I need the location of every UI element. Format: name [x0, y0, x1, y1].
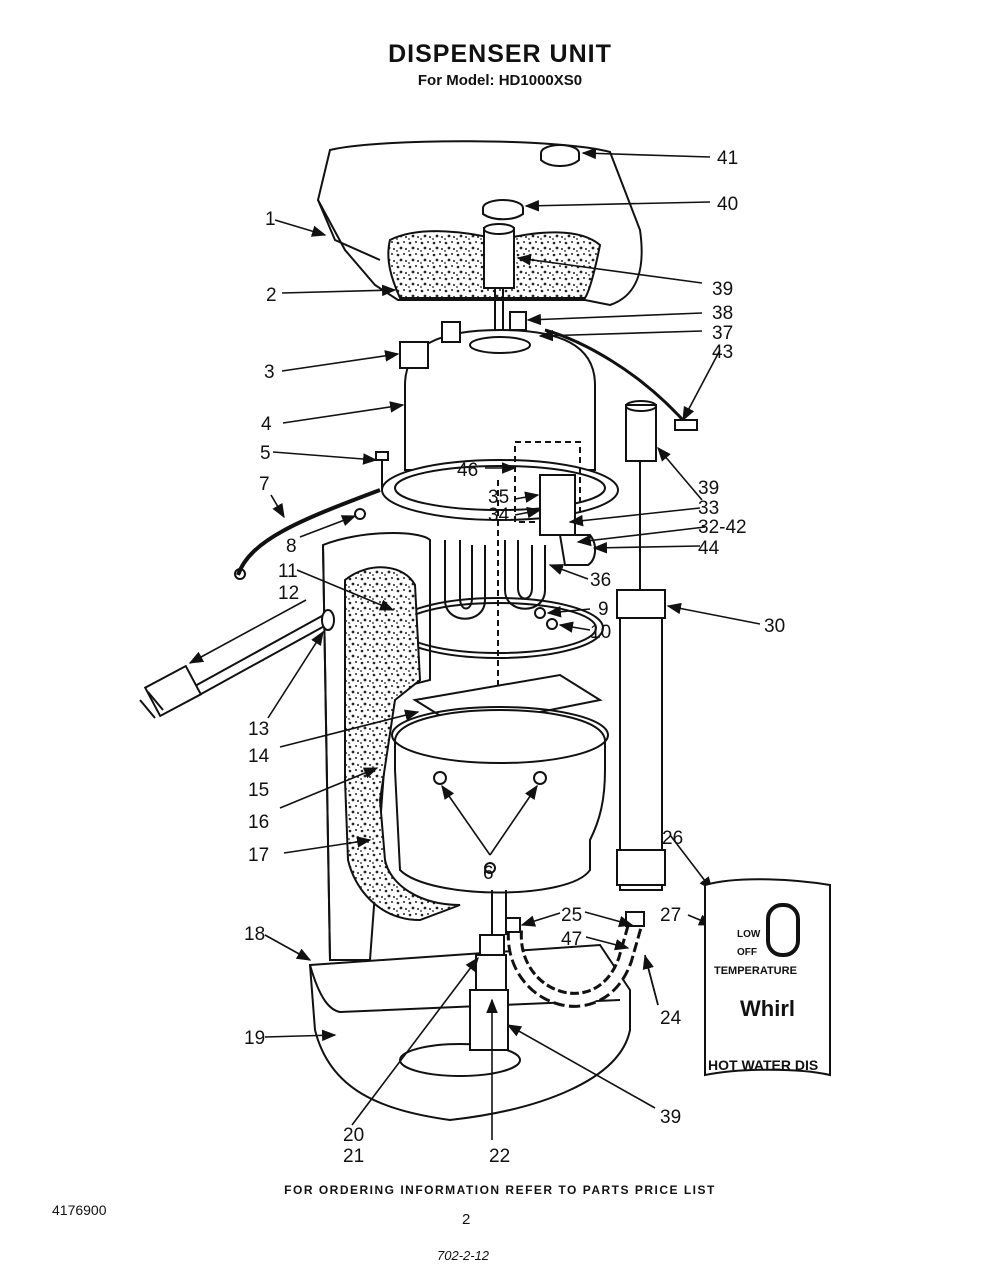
page-number: 2	[462, 1211, 471, 1228]
callout-30: 30	[764, 616, 785, 637]
callout-44: 44	[698, 538, 720, 559]
callout-12: 12	[278, 583, 299, 604]
tank-body	[404, 328, 596, 471]
callout-39-top: 39	[712, 279, 733, 300]
callout-5: 5	[260, 443, 271, 464]
insert-temperature: TEMPERATURE	[714, 965, 797, 977]
callout-47: 47	[561, 929, 582, 950]
callout-41: 41	[717, 148, 738, 169]
callout-13: 13	[248, 719, 269, 740]
callout-labels: 41 40 1 2 39 38 37 43 3 4 5 46 7 39 35 3…	[244, 148, 785, 1167]
insert-product: HOT WATER DIS	[708, 1057, 818, 1073]
handwritten-note: 702-2-12	[437, 1248, 490, 1263]
callout-6: 6	[483, 863, 494, 884]
callout-27: 27	[660, 905, 681, 926]
callout-37: 37	[712, 323, 733, 344]
callout-26: 26	[662, 828, 683, 849]
callout-17: 17	[248, 845, 269, 866]
callout-2: 2	[266, 285, 277, 306]
ordering-note: FOR ORDERING INFORMATION REFER TO PARTS …	[284, 1183, 716, 1197]
lower-tank	[394, 709, 606, 894]
callout-33: 33	[698, 498, 719, 519]
callout-40: 40	[717, 194, 738, 215]
insert-brand: Whirl	[740, 996, 795, 1021]
page-title: DISPENSER UNIT	[388, 40, 612, 68]
callout-19: 19	[244, 1028, 265, 1049]
callout-39-right: 39	[698, 478, 719, 499]
callout-15: 15	[248, 780, 269, 801]
callout-10: 10	[590, 622, 611, 643]
callout-20: 20	[343, 1125, 364, 1146]
callout-1: 1	[265, 209, 276, 230]
callout-35: 35	[488, 487, 509, 508]
model-subtitle: For Model: HD1000XS0	[417, 72, 583, 89]
callout-39-bottom: 39	[660, 1107, 681, 1128]
side-foam-insulation	[344, 566, 461, 922]
product-insert-card: LOW OFF TEMPERATURE Whirl HOT WATER DIS	[704, 878, 831, 1077]
callout-14: 14	[248, 746, 270, 767]
callout-16: 16	[248, 812, 269, 833]
callout-38: 38	[712, 303, 733, 324]
callout-22: 22	[489, 1146, 510, 1167]
callout-9: 9	[598, 599, 609, 620]
callout-7: 7	[259, 474, 270, 495]
callout-11: 11	[278, 561, 298, 582]
callout-32-42: 32-42	[698, 517, 747, 538]
callout-43: 43	[712, 342, 733, 363]
callout-34: 34	[488, 505, 510, 526]
callout-25: 25	[561, 905, 582, 926]
callout-4: 4	[261, 414, 272, 435]
callout-8: 8	[286, 536, 297, 557]
insert-low: LOW	[737, 929, 761, 940]
callout-46: 46	[457, 460, 478, 481]
callout-21: 21	[343, 1146, 364, 1167]
callout-18: 18	[244, 924, 265, 945]
callout-36: 36	[590, 570, 611, 591]
insert-off: OFF	[737, 947, 757, 958]
callout-24: 24	[660, 1008, 682, 1029]
document-number: 4176900	[52, 1202, 107, 1218]
callout-3: 3	[264, 362, 275, 383]
